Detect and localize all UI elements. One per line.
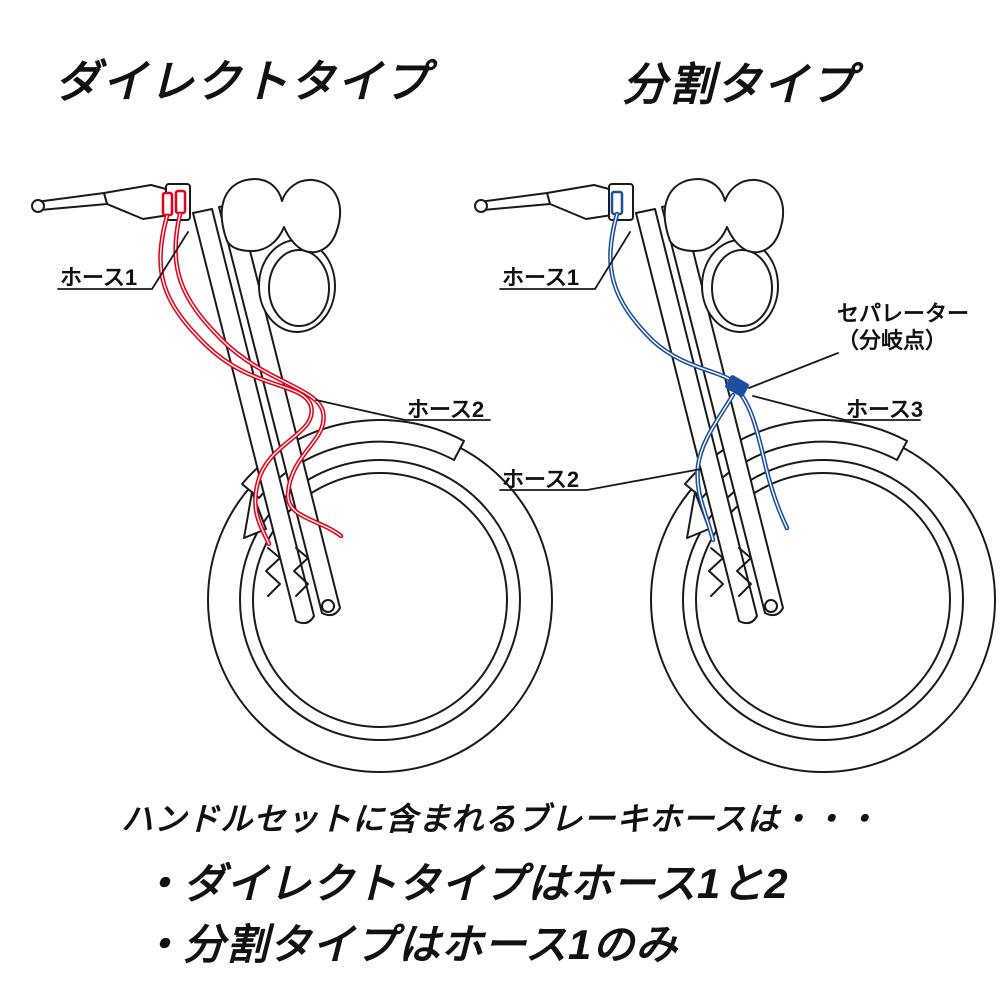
brake-hose-diagram-svg [31,178,996,773]
label-split-hose3: ホース3 [846,397,924,422]
leader-split-separator [748,352,839,389]
direct-banjo-fitting-2 [174,189,187,215]
leader-direct-hose1 [57,231,189,290]
leader-lines [57,231,921,491]
label-direct-hose2: ホース2 [407,397,485,422]
split-banjo-fitting [610,190,624,216]
leader-direct-hose2 [315,399,491,421]
label-split-separator-line1: セパレーター [837,301,970,326]
leader-split-hose3 [752,395,921,421]
heading-split-type: 分割タイプ [622,59,858,110]
leader-split-hose2 [499,468,702,491]
leader-split-hose1 [499,231,631,290]
footer-bullets: ・ダイレクトタイプはホース1と2 ・分割タイプはホース1のみ [140,854,789,976]
heading-direct-type: ダイレクトタイプ [55,56,432,107]
bullet-split-type: ・分割タイプはホース1のみ [140,920,679,968]
bullet-direct-type: ・ダイレクトタイプはホース1と2 [140,860,789,907]
label-split-hose2: ホース2 [502,467,580,492]
label-direct-hose1: ホース1 [60,265,138,290]
separator-block [725,375,749,397]
split-hoses [608,190,790,543]
label-split-separator: セパレーター （分岐点） [837,300,969,354]
label-split-hose1: ホース1 [502,265,580,290]
label-split-separator-line2: （分岐点） [837,328,948,353]
footer-intro-text: ハンドルセットに含まれるブレーキホースは・・・ [121,801,879,837]
direct-banjo-fitting-1 [161,191,174,217]
direct-hoses [158,189,344,547]
